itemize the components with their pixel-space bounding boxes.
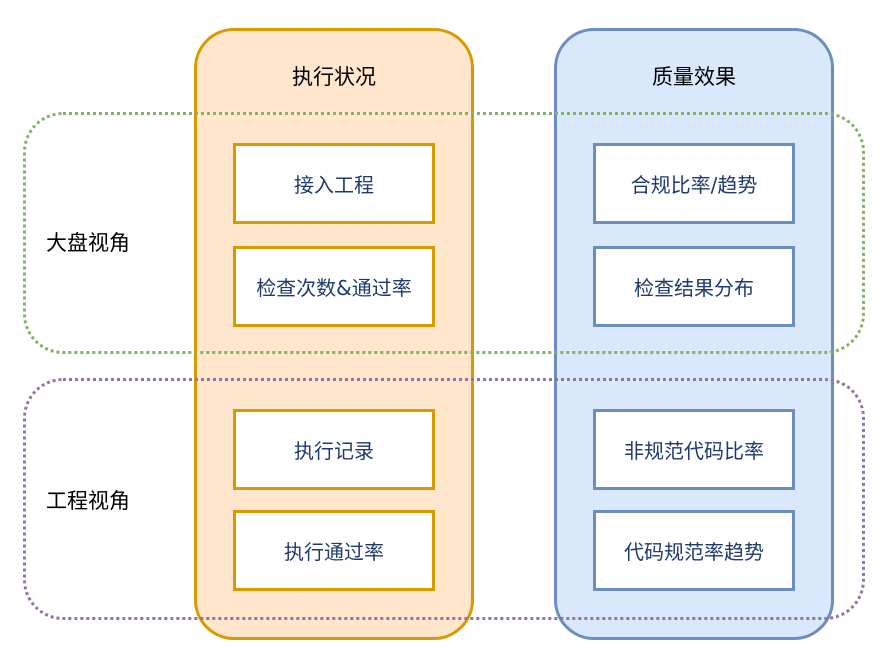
overview-row-label: 大盘视角 xyxy=(46,231,130,255)
execution-column-title: 执行状况 xyxy=(292,65,376,89)
quality-item-check-result-distribution: 检查结果分布 xyxy=(593,246,795,327)
overview-row-band xyxy=(23,112,865,354)
exec-item-connected-projects: 接入工程 xyxy=(233,143,435,224)
exec-item-check-count-pass-rate: 检查次数&通过率 xyxy=(233,246,435,327)
quality-item-compliance-rate-trend: 合规比率/趋势 xyxy=(593,143,795,224)
quality-item-code-standard-rate-trend: 代码规范率趋势 xyxy=(593,510,795,591)
exec-item-execution-records: 执行记录 xyxy=(233,409,435,490)
project-row-label: 工程视角 xyxy=(46,489,130,513)
quality-item-nonstandard-code-rate: 非规范代码比率 xyxy=(593,409,795,490)
quality-column-title: 质量效果 xyxy=(652,65,736,89)
exec-item-execution-pass-rate: 执行通过率 xyxy=(233,510,435,591)
project-row-band xyxy=(23,378,865,620)
